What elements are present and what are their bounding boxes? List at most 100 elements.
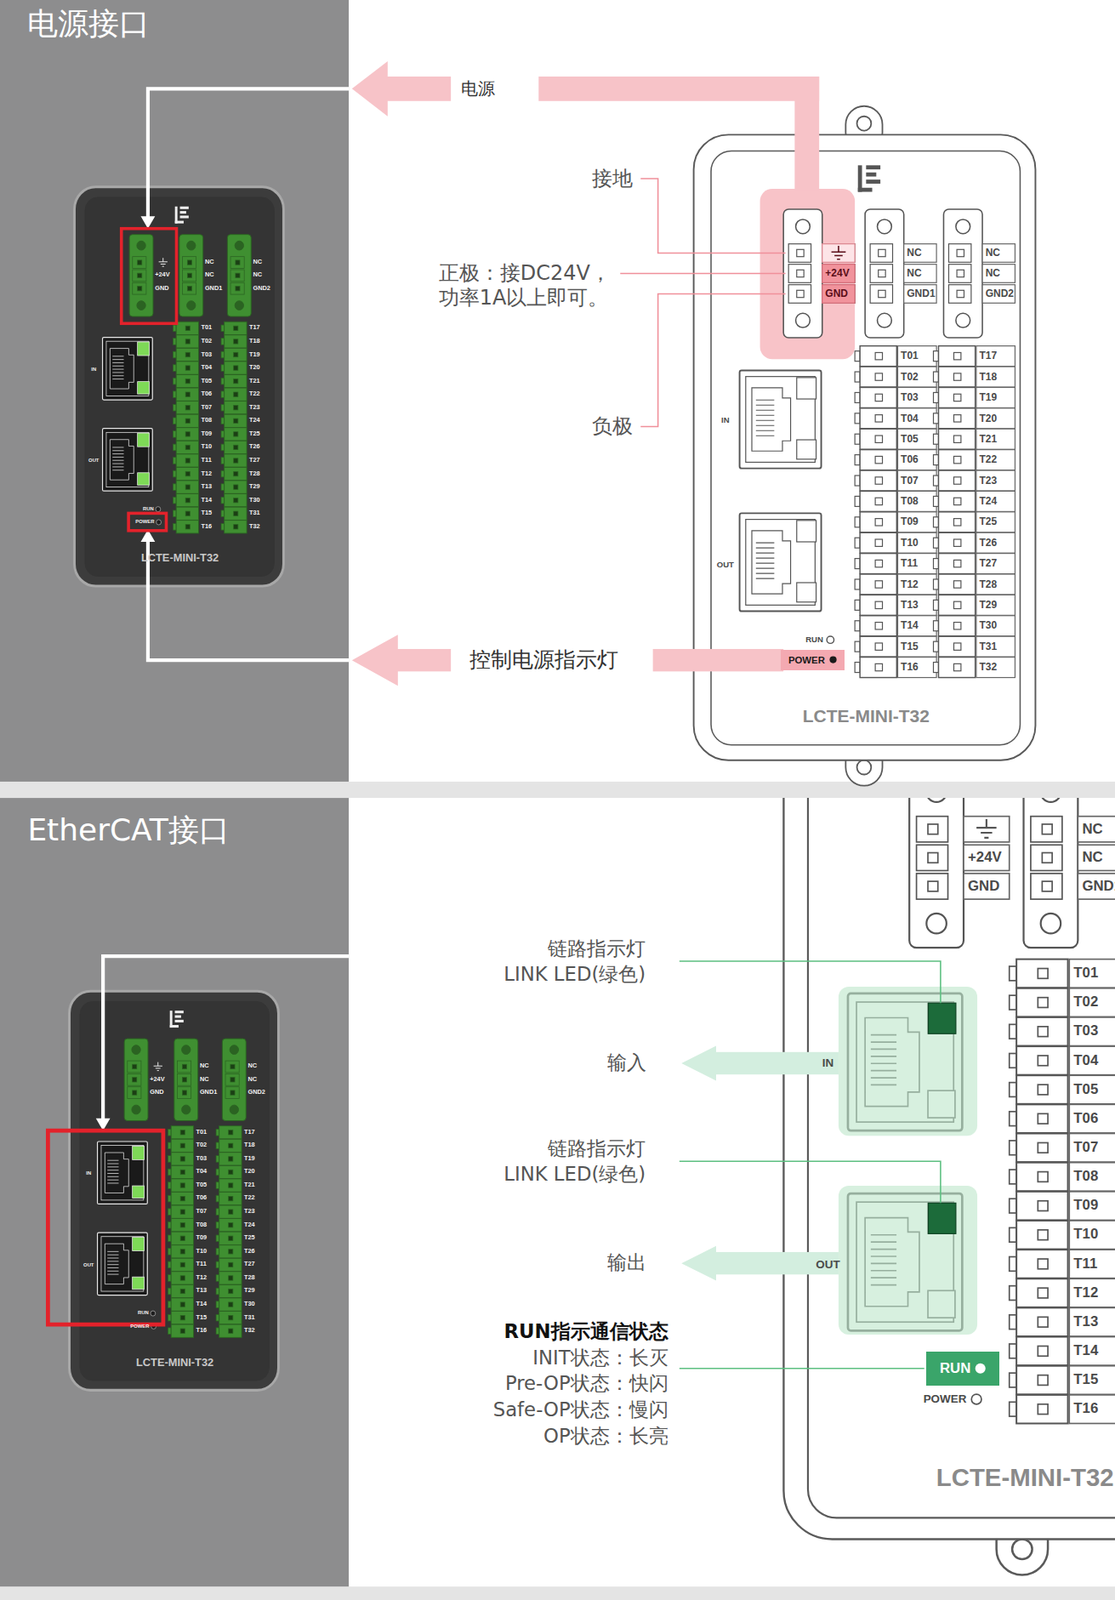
callout-band (395, 648, 451, 672)
terminal-label: T09 (900, 515, 919, 528)
model-name: LCTE-MINI-T32 (136, 1355, 214, 1369)
terminal-label: T30 (978, 619, 997, 632)
terminal-label: T06 (201, 390, 213, 399)
callout-label: 链路指示灯 (547, 1137, 646, 1161)
highlight-frame (121, 228, 177, 325)
terminal-label: T23 (978, 474, 997, 487)
terminal-label: T18 (978, 370, 997, 383)
callout-label: 接地 (591, 166, 633, 192)
terminal-label: T17 (249, 324, 261, 332)
side-band (0, 797, 349, 1587)
highlight-area (838, 1185, 978, 1335)
page-ground (0, 1586, 1115, 1600)
terminal-label: T20 (249, 364, 261, 372)
terminal-label: T16 (196, 1326, 208, 1335)
status-heading: RUN指示通信状态 (504, 1319, 669, 1343)
terminal-label: T07 (1073, 1138, 1098, 1156)
leader-line (679, 961, 941, 1369)
device-drawing (783, 797, 1115, 1575)
callout-band (794, 76, 820, 190)
terminal-label: T01 (201, 324, 213, 332)
pin-label: NC (985, 246, 1001, 259)
terminal-label: T28 (244, 1274, 256, 1282)
terminal-label: T25 (978, 515, 997, 528)
callout-label: 负极 (591, 414, 633, 439)
terminal-label: T27 (978, 557, 997, 569)
terminal-label: T32 (244, 1326, 256, 1335)
highlight-frame (128, 512, 166, 530)
terminal-label: T16 (201, 523, 213, 531)
terminal-label: T20 (244, 1167, 256, 1176)
terminal-label: T13 (900, 598, 919, 611)
terminal-label: T06 (900, 453, 919, 466)
callout-label: 输入 (607, 1051, 647, 1075)
terminal-label: T12 (1073, 1284, 1098, 1302)
terminal-label: T22 (249, 390, 261, 399)
terminal-label: T05 (201, 377, 213, 386)
pin-label: GND1 (199, 1088, 217, 1097)
terminal-label: T11 (1073, 1255, 1098, 1273)
callout-band (538, 76, 820, 102)
pin-label: NC (252, 258, 262, 267)
pin-label: GND1 (906, 287, 935, 300)
link-led (928, 1202, 956, 1234)
terminal-label: T26 (244, 1247, 256, 1256)
terminal-label: T15 (1073, 1370, 1098, 1389)
callout-arrow (352, 61, 388, 117)
port-label: OUT (815, 1257, 840, 1272)
highlight-frame (47, 1130, 164, 1325)
callout-note: 正极：接DC24V， 功率1A以上即可。 (438, 261, 613, 311)
terminal-label: T05 (196, 1181, 208, 1189)
port-label: IN (91, 366, 97, 373)
pin-label-box (822, 264, 855, 284)
leader-line (620, 178, 786, 427)
terminal-label: T28 (978, 578, 997, 591)
terminal-label: T04 (196, 1167, 208, 1176)
led-dot (826, 636, 834, 643)
model-name: LCTE-MINI-T32 (936, 1462, 1115, 1492)
terminal-label: T01 (196, 1128, 208, 1137)
terminal-label: T03 (201, 351, 213, 359)
terminal-label: T24 (249, 416, 261, 425)
terminal-label: T06 (196, 1194, 208, 1202)
terminal-label: T10 (1073, 1225, 1098, 1243)
callout-arrow (352, 634, 399, 686)
pin-label: NC (1081, 848, 1103, 866)
led-dot (829, 655, 837, 664)
led-dot (156, 519, 162, 525)
terminal-label: T11 (900, 557, 918, 569)
terminal-label: T11 (196, 1260, 207, 1269)
status-line: Pre-OP状态：快闪 (505, 1371, 669, 1395)
terminal-label: T29 (978, 598, 997, 611)
pin-label: NC (247, 1075, 257, 1084)
terminal-label: T02 (900, 370, 919, 383)
terminal-label: T02 (1073, 993, 1098, 1011)
terminal-label: T24 (978, 494, 997, 507)
pin-label: NC (906, 267, 922, 279)
pin-label-box (822, 244, 855, 263)
terminal-label: T10 (900, 536, 919, 549)
terminal-label: T17 (978, 349, 997, 362)
terminal-label: T01 (1073, 964, 1098, 982)
device-thumbnail (74, 187, 285, 586)
terminal-label: T32 (978, 660, 997, 673)
terminal-label: T26 (249, 443, 261, 451)
pin-label: NC (204, 271, 215, 279)
terminal-label: T09 (201, 430, 213, 439)
status-line: OP状态：长亮 (543, 1424, 669, 1448)
terminal-label: T15 (900, 640, 919, 653)
terminal-label: T13 (1073, 1313, 1098, 1331)
led-label: RUN (142, 506, 154, 512)
pin-label: NC (985, 267, 1001, 279)
pin-label: GND (149, 1088, 164, 1097)
pin-label-box (822, 284, 855, 304)
terminal-label: T05 (1073, 1080, 1098, 1098)
pin-label: +24V (967, 848, 1002, 866)
terminal-label: T04 (900, 412, 919, 425)
pin-label: GND2 (252, 284, 270, 293)
led-label: RUN (137, 1309, 149, 1316)
terminal-label: T21 (249, 377, 261, 386)
terminal-label: T14 (1073, 1342, 1098, 1360)
led-label: POWER (135, 518, 154, 525)
